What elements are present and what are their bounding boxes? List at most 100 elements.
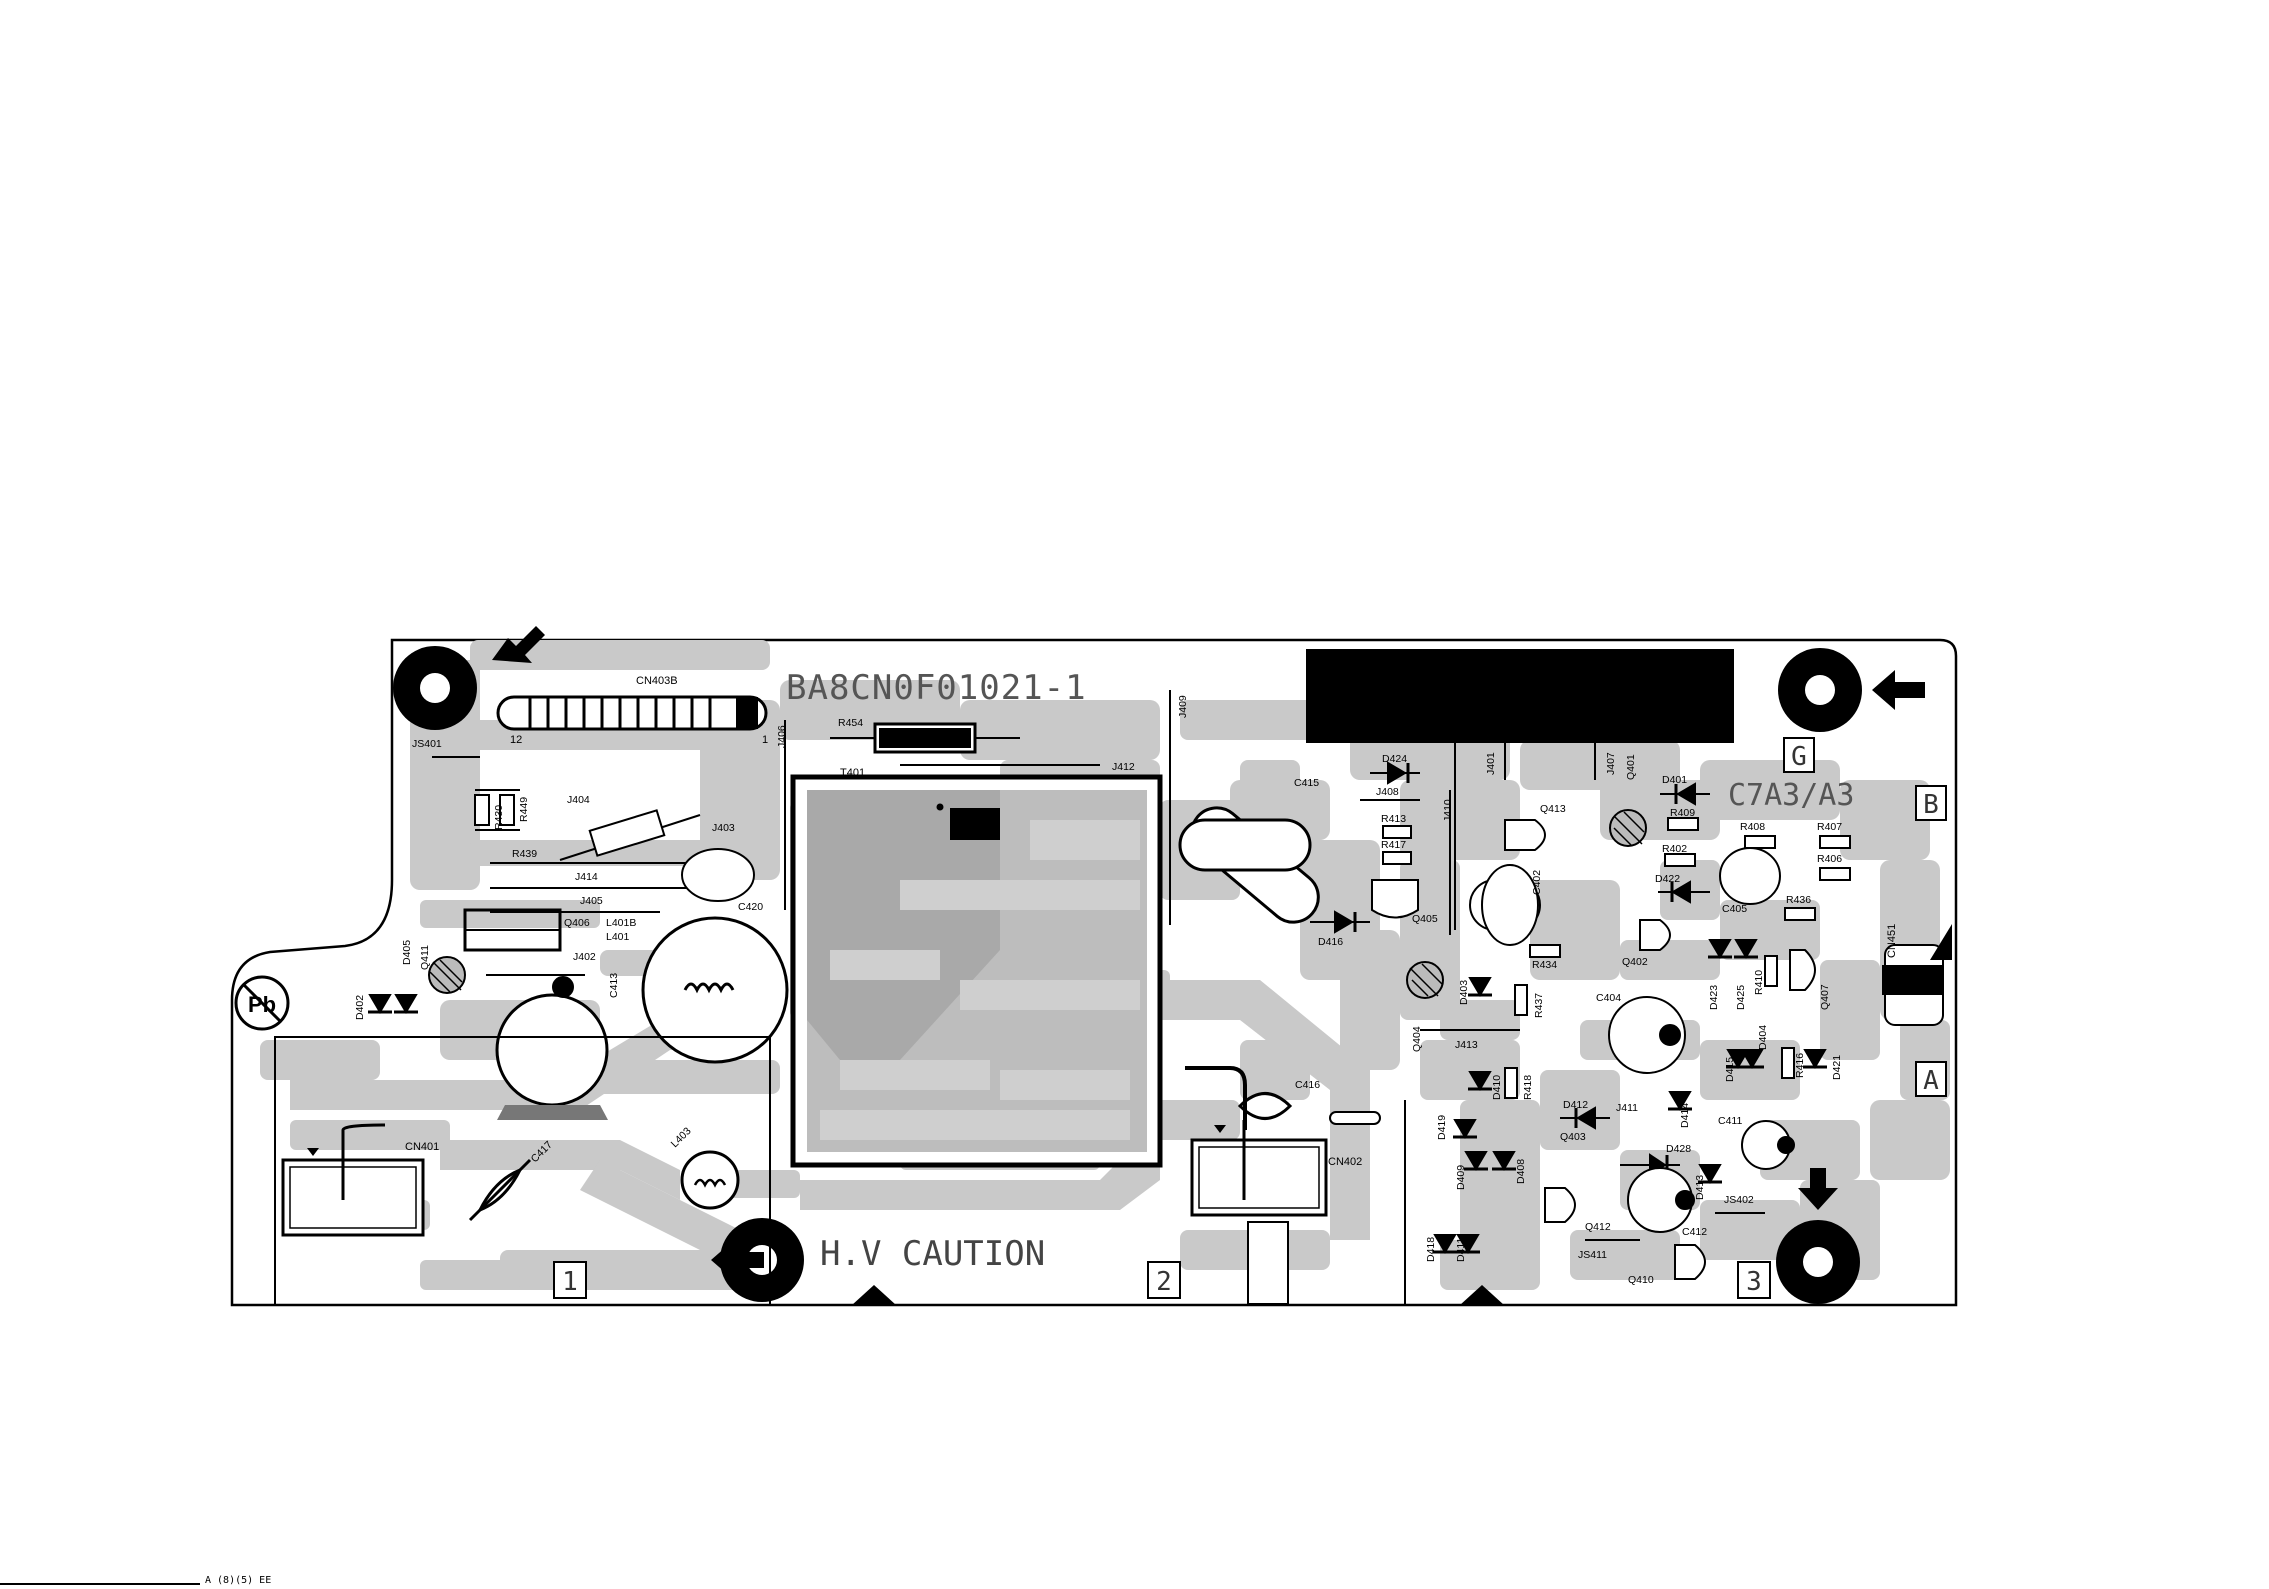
label-d428: D428 — [1666, 1143, 1691, 1155]
arrow-icon — [1872, 670, 1925, 710]
label-j404: J404 — [567, 794, 590, 806]
label-j412: J412 — [1112, 761, 1135, 773]
label-d414: D414 — [1679, 1103, 1691, 1128]
label-r408: R408 — [1740, 821, 1765, 833]
zone-3-label: 3 — [1746, 1267, 1762, 1297]
label-r436: R436 — [1786, 894, 1811, 906]
components-right — [1178, 761, 1851, 1280]
label-q411: Q411 — [419, 945, 431, 970]
label-block — [1306, 649, 1734, 743]
label-c415: C415 — [1294, 777, 1319, 789]
label-l401b: L401B — [606, 917, 636, 929]
label-j403: J403 — [712, 822, 735, 834]
connector-cn403b: CN403B 12 1 — [496, 675, 768, 746]
transformer-t401: T401 — [790, 767, 1163, 1168]
zone-1-box — [553, 1261, 587, 1299]
zone-b-box — [1915, 785, 1947, 821]
label-q412: Q412 — [1585, 1221, 1611, 1233]
label-d404: D404 — [1757, 1025, 1769, 1050]
model-code: C7A3/A3 — [1728, 778, 1854, 813]
label-c413: C413 — [608, 973, 620, 998]
label-r417: R417 — [1381, 839, 1406, 851]
label-q406: Q406 — [564, 917, 590, 929]
label-d418: D418 — [1425, 1237, 1437, 1262]
label-r410: R410 — [1753, 970, 1765, 995]
label-c420: C420 — [738, 901, 763, 913]
label-js411: JS411 — [1578, 1249, 1607, 1261]
label-j411: J411 — [1616, 1102, 1638, 1114]
components-left — [368, 690, 1171, 1222]
label-c411: C411 — [1718, 1115, 1742, 1127]
board-title: BA8CN0F01021-1 — [786, 668, 1087, 708]
zone-markers — [553, 737, 1947, 1299]
zone-1-label: 1 — [562, 1267, 578, 1297]
label-d413: D413 — [1694, 1175, 1706, 1200]
zone-g-box — [1783, 737, 1815, 773]
label-q407: Q407 — [1819, 984, 1831, 1010]
label-d425: D425 — [1735, 985, 1747, 1010]
label-r418: R418 — [1522, 1075, 1534, 1100]
label-d402: D402 — [354, 995, 366, 1020]
label-d409: D409 — [1455, 1165, 1467, 1190]
label-d410: D410 — [1491, 1075, 1503, 1100]
label-r413: R413 — [1381, 813, 1406, 825]
label-j402: J402 — [573, 951, 596, 963]
label-j408: J408 — [1376, 786, 1399, 798]
lower-left-outline — [274, 1036, 771, 1306]
label-cn402: CN402 — [1328, 1156, 1362, 1168]
svg-text:Pb: Pb — [248, 992, 276, 1017]
label-q401: Q401 — [1625, 754, 1637, 780]
zone-a-box — [1915, 1061, 1947, 1097]
label-r430: R430 — [493, 805, 505, 830]
label-t401: T401 — [840, 767, 865, 779]
label-d421: D421 — [1831, 1055, 1843, 1080]
label-cn451: CN451 — [1886, 924, 1898, 958]
label-d415: D415 — [1724, 1057, 1736, 1082]
label-q410: Q410 — [1628, 1274, 1654, 1286]
label-r416: R416 — [1794, 1053, 1806, 1078]
label-js402: JS402 — [1724, 1194, 1754, 1206]
label-j409: J409 — [1177, 695, 1189, 718]
zone-2-label: 2 — [1156, 1267, 1172, 1297]
triangle-marker-icon — [852, 1285, 896, 1305]
zone-3-box — [1737, 1261, 1771, 1299]
connector-cn402: CN402 — [1190, 1120, 1362, 1305]
zone-b-label: B — [1923, 790, 1939, 820]
label-d403: D403 — [1458, 980, 1470, 1005]
label-j401: J401 — [1485, 752, 1497, 775]
label-d408: D408 — [1515, 1159, 1527, 1184]
label-r406: R406 — [1817, 853, 1842, 865]
label-q405: Q405 — [1412, 913, 1438, 925]
hole-arrows — [492, 626, 1925, 1305]
label-d401: D401 — [1662, 774, 1687, 786]
label-js401: JS401 — [412, 738, 442, 750]
label-d422: D422 — [1655, 873, 1680, 885]
label-c416: C416 — [1295, 1079, 1320, 1091]
label-cn401: CN401 — [405, 1141, 439, 1153]
connector-cn401: CN401 — [281, 1123, 439, 1237]
zone-2-box — [1147, 1261, 1181, 1299]
label-j410: J410 — [1442, 799, 1454, 822]
arrow-icon — [492, 626, 545, 663]
footer-rule — [0, 1583, 200, 1585]
label-d424: D424 — [1382, 753, 1407, 765]
footer-text: A (8)(5) EE — [205, 1575, 272, 1586]
triangle-marker-icon — [1460, 1285, 1504, 1305]
label-d423: D423 — [1708, 985, 1720, 1010]
label-r439: R439 — [512, 848, 537, 860]
label-q402: Q402 — [1622, 956, 1648, 968]
label-cn403b: CN403B — [636, 675, 678, 687]
label-r407: R407 — [1817, 821, 1842, 833]
label-r449: R449 — [518, 797, 530, 822]
label-d412: D412 — [1563, 1099, 1588, 1111]
arrow-icon — [711, 1240, 764, 1280]
label-r434: R434 — [1532, 959, 1557, 971]
label-l401: L401 — [606, 931, 630, 943]
label-r409: R409 — [1670, 807, 1695, 819]
label-d416: D416 — [1318, 936, 1343, 948]
label-j407: J407 — [1605, 752, 1617, 775]
connector-cn451: CN451 — [1882, 924, 1952, 1026]
label-j405: J405 — [580, 895, 603, 907]
label-j413: J413 — [1455, 1039, 1478, 1051]
